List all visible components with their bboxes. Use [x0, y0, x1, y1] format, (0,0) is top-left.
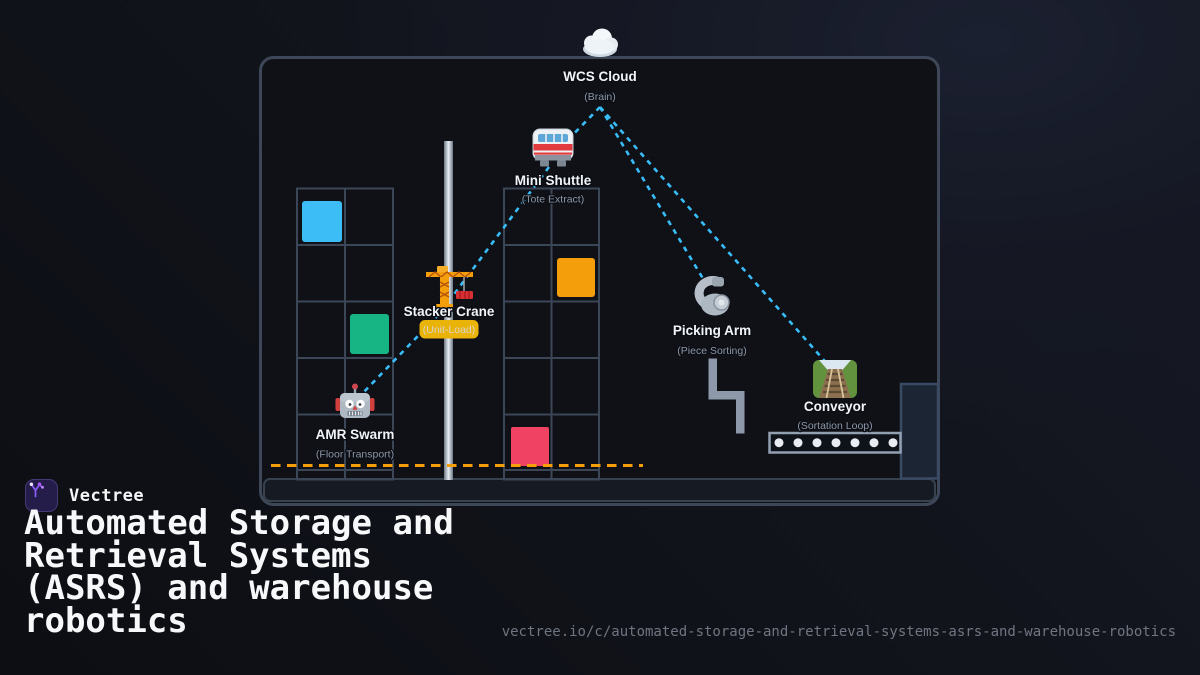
robot-icon — [335, 383, 375, 418]
conveyor-node: Conveyor (Sortation Loop) — [796, 360, 874, 433]
brand-logo — [25, 479, 58, 512]
conveyor-belt — [768, 431, 902, 454]
picking-arm-stand — [708, 358, 745, 434]
node-label-stacker-crane: Stacker Crane — [404, 304, 495, 319]
node-sublabel-stacker-crane: (Unit-Load) — [423, 324, 476, 336]
amr-swarm-node: AMR Swarm (Floor Transport) — [314, 383, 396, 462]
storage-bin-orange — [557, 258, 595, 297]
node-label-mini-shuttle: Mini Shuttle — [515, 173, 592, 188]
brand-row: Vectree — [25, 479, 144, 512]
crane-mast — [444, 141, 453, 480]
node-sublabel-mini-shuttle: (Tote Extract) — [522, 194, 584, 206]
vectree-logo-icon — [29, 482, 44, 498]
storage-bin-blue — [302, 201, 342, 242]
node-label-amr-swarm: AMR Swarm — [316, 427, 395, 442]
node-label-wcs-cloud: WCS Cloud — [563, 69, 637, 84]
node-sublabel-wcs-cloud: (Brain) — [584, 91, 616, 103]
wcs-cloud-node: WCS Cloud (Brain) — [562, 28, 638, 104]
picking-arm-node: Picking Arm (Piece Sorting) — [671, 276, 753, 358]
floor-strip — [263, 478, 936, 502]
unit-load-badge — [419, 320, 479, 339]
node-label-conveyor: Conveyor — [804, 399, 867, 414]
edge-cloud-arm — [598, 106, 707, 283]
node-label-picking-arm: Picking Arm — [673, 323, 751, 338]
node-sublabel-picking-arm: (Piece Sorting) — [677, 345, 746, 357]
edge-cloud-conveyor — [599, 106, 831, 368]
center-storage-rack — [503, 187, 600, 481]
node-sublabel-amr-swarm: (Floor Transport) — [316, 449, 394, 461]
tower-crane-icon — [426, 266, 473, 308]
monorail-icon — [532, 128, 574, 167]
storage-bin-red — [511, 427, 549, 466]
cloud-icon — [583, 28, 618, 57]
left-storage-rack — [296, 187, 394, 481]
dock-door — [899, 382, 940, 480]
page-title: Automated Storage and Retrieval Systems … — [24, 503, 454, 641]
storage-bin-green — [350, 314, 389, 354]
node-sublabel-conveyor: (Sortation Loop) — [797, 420, 872, 432]
mechanical-arm-icon — [694, 276, 730, 316]
conveyor-rollers — [774, 438, 898, 448]
stacker-crane-node: Stacker Crane (Unit-Load) — [402, 266, 496, 339]
mini-shuttle-node: Mini Shuttle (Tote Extract) — [513, 128, 593, 207]
railway-track-icon — [813, 360, 857, 399]
footer-url: vectree.io/c/automated-storage-and-retri… — [501, 624, 1176, 640]
brand-name: Vectree — [69, 485, 145, 506]
